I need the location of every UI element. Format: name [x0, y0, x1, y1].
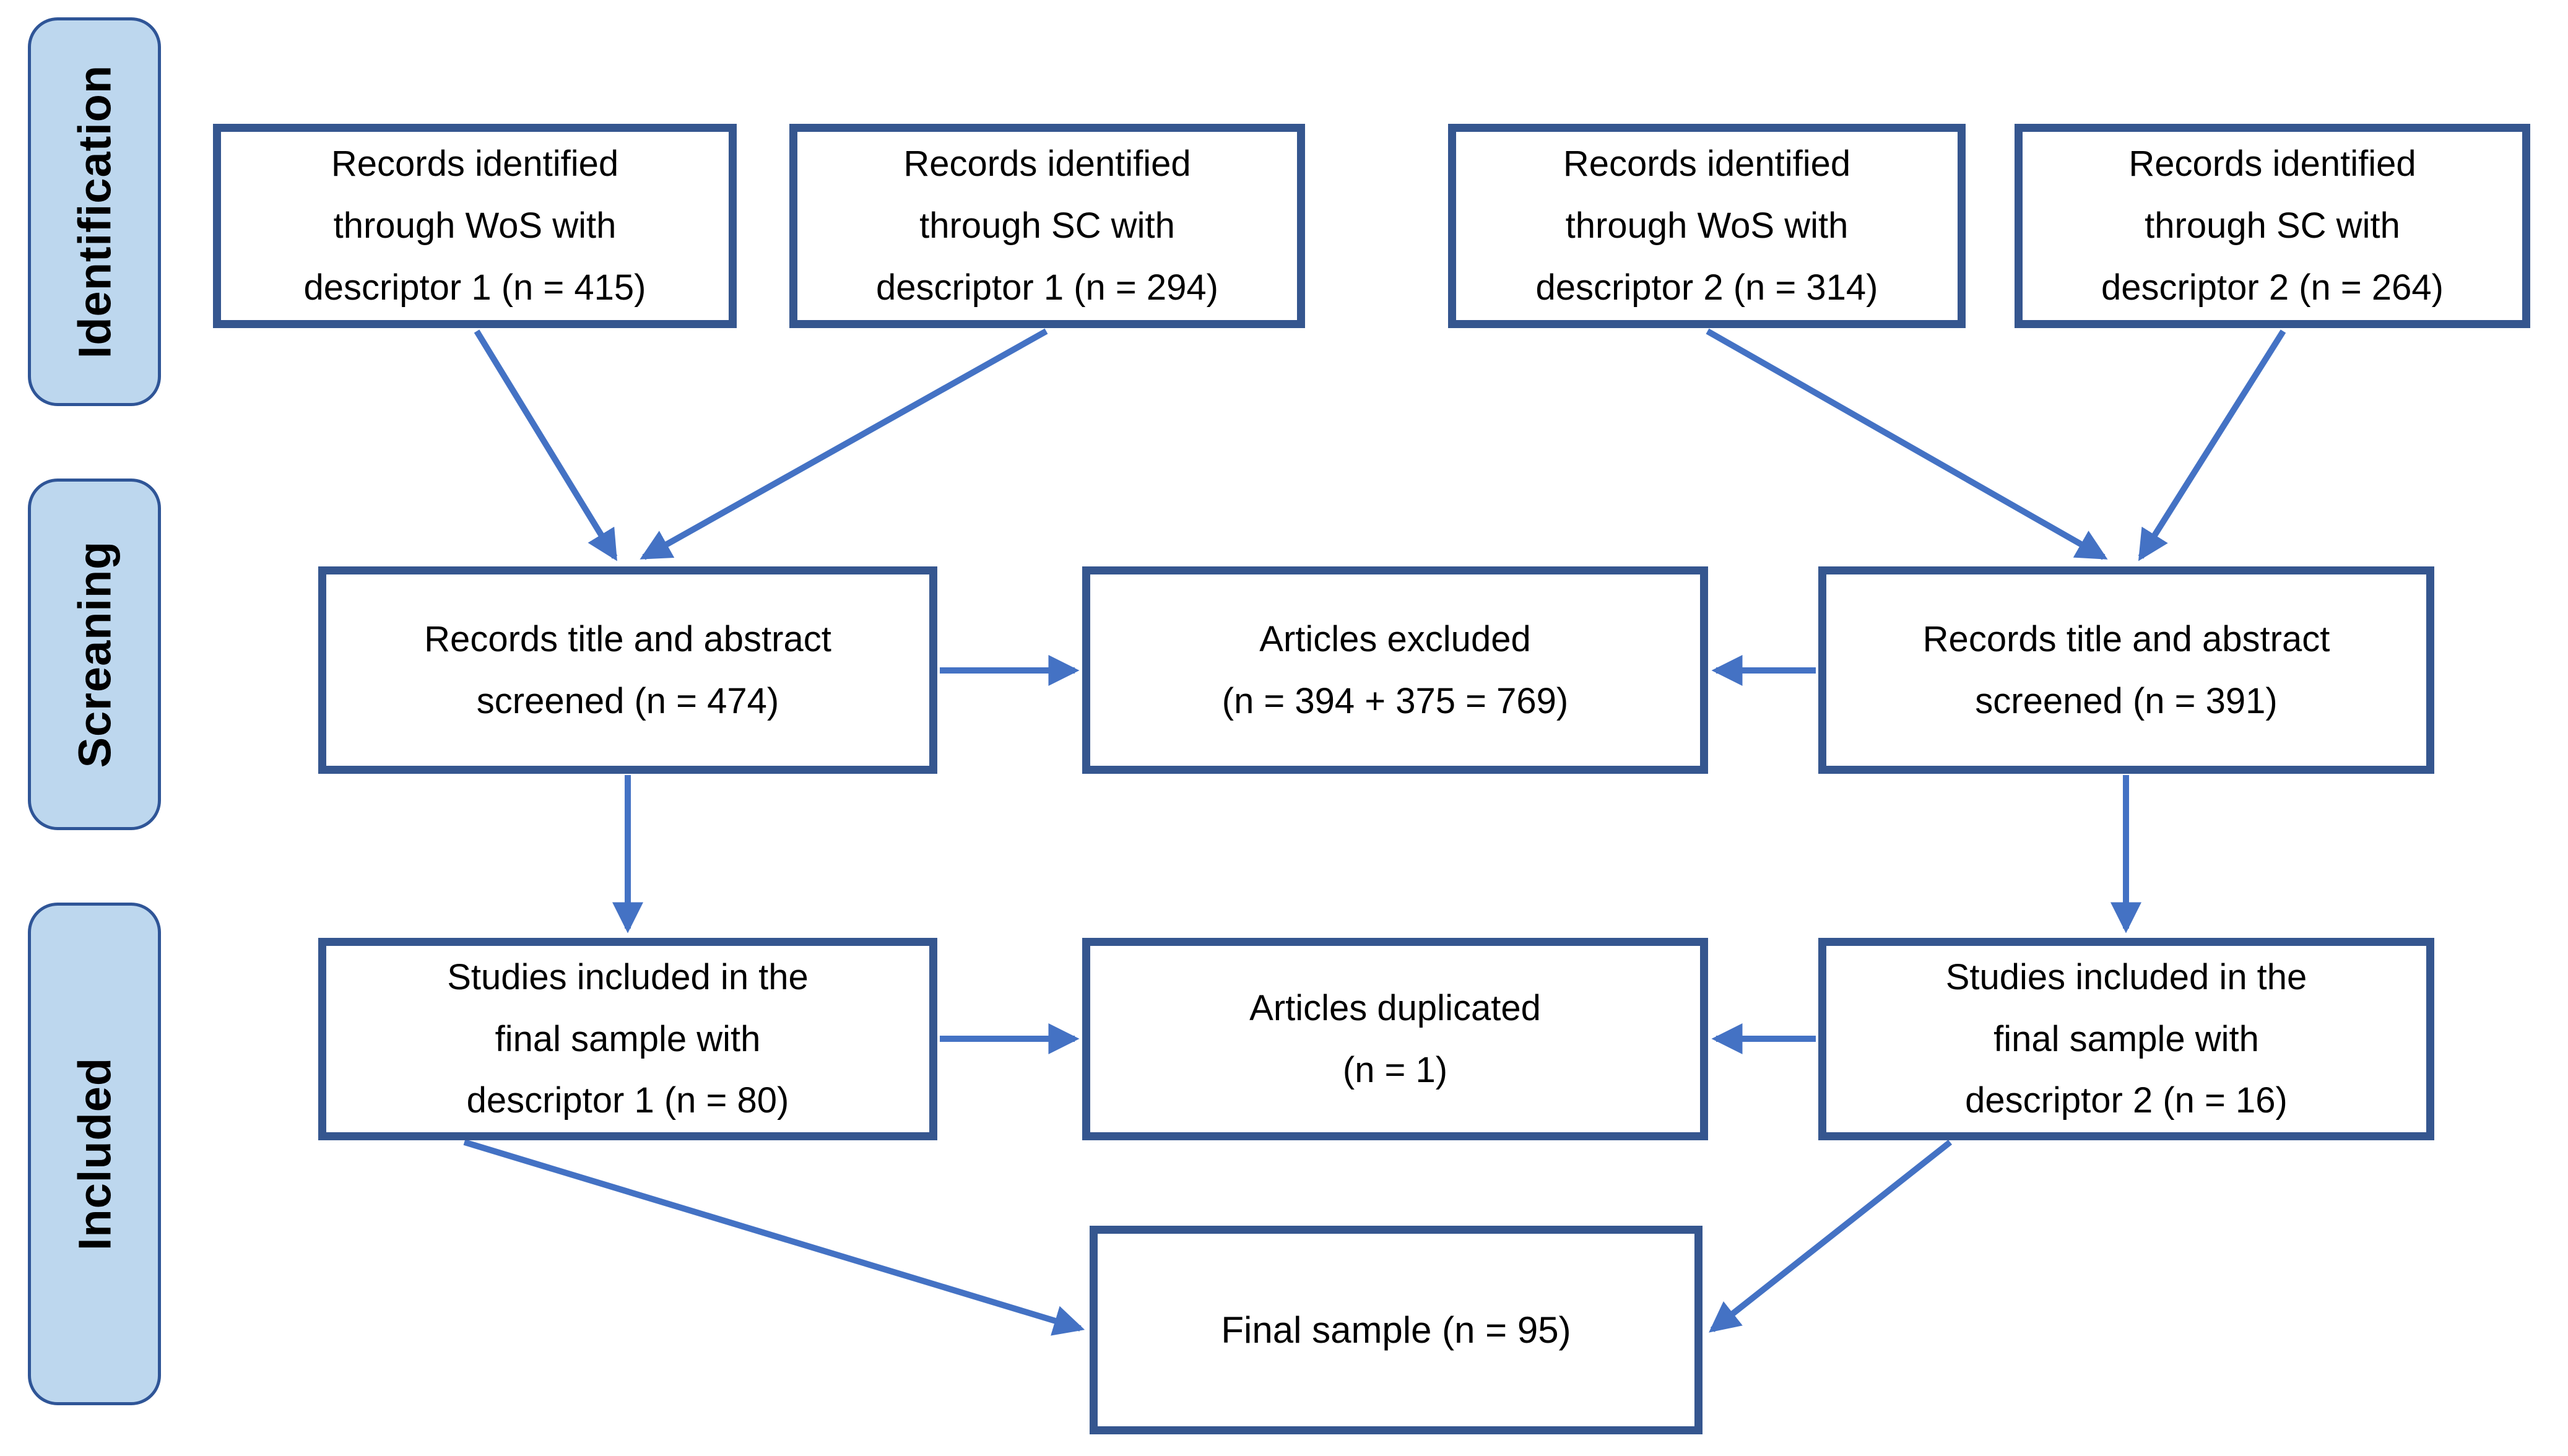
- box-included-descriptor1-text: Studies included in the final sample wit…: [447, 956, 809, 1121]
- box-articles-duplicated: Articles duplicated (n = 1): [1082, 938, 1708, 1140]
- box-screened-descriptor2: Records title and abstract screened (n =…: [1818, 566, 2434, 774]
- box-included-descriptor2: Studies included in the final sample wit…: [1818, 938, 2434, 1140]
- box-records-wos-descriptor1: Records identified through WoS with desc…: [213, 124, 737, 328]
- box-articles-excluded: Articles excluded (n = 394 + 375 = 769): [1082, 566, 1708, 774]
- box-records-wos-descriptor2: Records identified through WoS with desc…: [1448, 124, 1966, 328]
- stage-identification: Identification: [28, 17, 161, 406]
- box-articles-excluded-text: Articles excluded (n = 394 + 375 = 769): [1221, 618, 1569, 721]
- stage-included-label: Included: [69, 1057, 120, 1251]
- box-screened-descriptor1-text: Records title and abstract screened (n =…: [424, 618, 831, 721]
- stage-screening: Screaning: [28, 479, 161, 830]
- box-records-wos-descriptor2-text: Records identified through WoS with desc…: [1535, 144, 1878, 308]
- box-screened-descriptor2-text: Records title and abstract screened (n =…: [1922, 618, 2330, 721]
- box-articles-duplicated-text: Articles duplicated (n = 1): [1249, 987, 1541, 1090]
- box-final-sample: Final sample (n = 95): [1090, 1226, 1703, 1434]
- arrow-included1-final: [463, 1139, 1085, 1336]
- arrow-wos1-screened1: [474, 329, 618, 561]
- box-records-sc-descriptor2-text: Records identified through SC with descr…: [2101, 144, 2444, 308]
- box-included-descriptor1: Studies included in the final sample wit…: [318, 938, 937, 1140]
- arrow-wos2-screened2: [1706, 328, 2108, 560]
- stage-identification-label: Identification: [69, 64, 120, 359]
- box-final-sample-text: Final sample (n = 95): [1221, 1309, 1571, 1351]
- box-records-sc-descriptor2: Records identified through SC with descr…: [2015, 124, 2530, 328]
- box-screened-descriptor1: Records title and abstract screened (n =…: [318, 566, 937, 774]
- arrow-sc2-screened2: [2138, 329, 2286, 561]
- stage-included: Included: [28, 903, 161, 1405]
- box-records-sc-descriptor1: Records identified through SC with descr…: [789, 124, 1305, 328]
- box-records-sc-descriptor1-text: Records identified through SC with descr…: [876, 144, 1218, 308]
- arrow-included2-final: [1709, 1140, 1953, 1333]
- arrow-sc1-screened1: [640, 328, 1048, 560]
- stage-screening-label: Screaning: [69, 540, 120, 768]
- box-included-descriptor2-text: Studies included in the final sample wit…: [1945, 956, 2307, 1121]
- box-records-wos-descriptor1-text: Records identified through WoS with desc…: [303, 144, 646, 308]
